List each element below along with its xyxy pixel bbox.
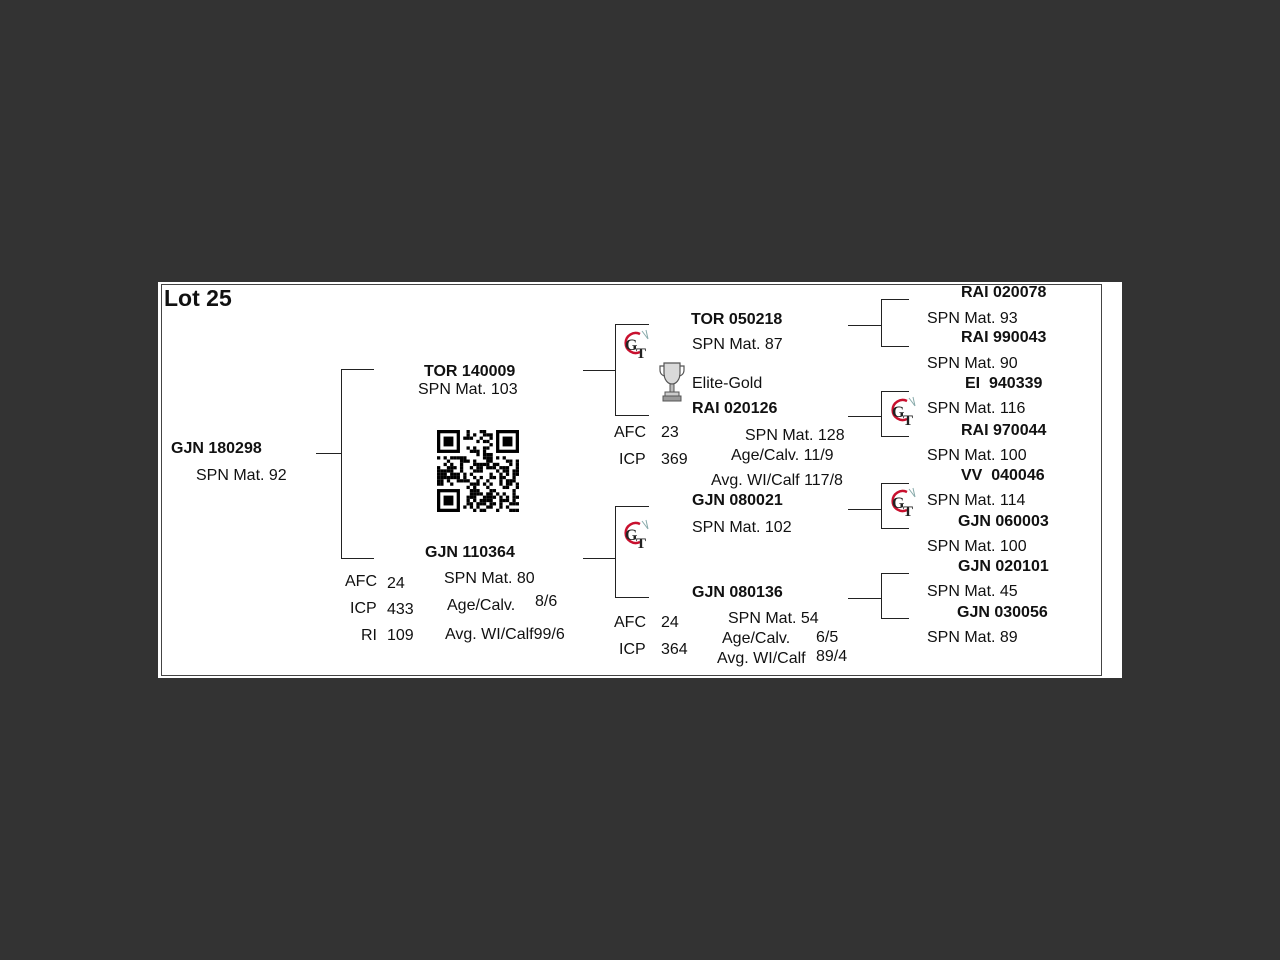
connector-line: [881, 483, 909, 484]
gen3-spn: SPN Mat. 93: [927, 310, 1018, 327]
dam-afc-label: AFC: [345, 573, 377, 590]
connector-line: [881, 299, 909, 300]
gen3-spn: SPN Mat. 100: [927, 447, 1027, 464]
svg-text:G: G: [625, 337, 638, 354]
connector-line: [615, 506, 616, 598]
dam-dam-avg-value: 89/4: [816, 648, 848, 665]
connector-line: [881, 528, 909, 529]
animal-id: GJN 180298: [171, 440, 262, 457]
sire-id: TOR 140009: [424, 363, 516, 380]
dam-spn: SPN Mat. 80: [444, 570, 535, 587]
award-label: Elite-Gold: [692, 375, 763, 392]
sire-sire-spn: SPN Mat. 87: [692, 336, 783, 353]
connector-line: [881, 573, 909, 574]
gen3-spn: SPN Mat. 114: [927, 492, 1026, 509]
connector-line: [881, 391, 882, 437]
gen3-id: RAI 970044: [961, 422, 1047, 439]
gt-logo-icon: G T: [624, 329, 649, 362]
dam-icp-value: 433: [387, 601, 414, 618]
gt-logo-icon: G T: [624, 519, 649, 552]
dam-dam-spn: SPN Mat. 54: [728, 610, 819, 627]
dam-id: GJN 110364: [425, 544, 515, 561]
dam-age-calv-label: Age/Calv.: [447, 597, 516, 614]
connector-line: [341, 369, 342, 559]
connector-line: [615, 597, 649, 598]
svg-text:T: T: [636, 536, 646, 552]
gen3-spn: SPN Mat. 116: [927, 400, 1026, 417]
dam-ri-label: RI: [361, 627, 377, 644]
gen3-id: GJN 030056: [957, 604, 1048, 621]
dam-icp-label: ICP: [350, 600, 377, 617]
dam-dam-icp-label: ICP: [619, 641, 646, 658]
connector-line: [848, 416, 881, 417]
dam-dam-age-calv-value: 6/5: [816, 629, 839, 646]
gen3-id: VV 040046: [961, 467, 1045, 484]
connector-line: [615, 415, 649, 416]
sire-sire-id: TOR 050218: [691, 311, 783, 328]
trophy-icon: [659, 362, 685, 402]
dam-sire-id: GJN 080021: [692, 492, 783, 509]
sire-dam-icp-value: 369: [661, 451, 688, 468]
sire-dam-icp-label: ICP: [619, 451, 646, 468]
connector-line: [583, 370, 616, 371]
connector-line: [615, 324, 649, 325]
connector-line: [848, 325, 881, 326]
gen3-id: GJN 020101: [958, 558, 1049, 575]
connector-line: [881, 346, 909, 347]
svg-text:G: G: [892, 404, 905, 421]
gen3-id: RAI 990043: [961, 329, 1047, 346]
dam-sire-spn: SPN Mat. 102: [692, 519, 792, 536]
gen3-id: RAI 020078: [961, 284, 1047, 301]
dam-dam-afc-value: 24: [661, 614, 679, 631]
sire-dam-avg: Avg. WI/Calf 117/8: [711, 472, 843, 489]
connector-line: [881, 618, 909, 619]
dam-dam-afc-label: AFC: [614, 614, 646, 631]
pedigree-card: [158, 282, 1122, 678]
gen3-spn: SPN Mat. 45: [927, 583, 1018, 600]
dam-dam-id: GJN 080136: [692, 584, 783, 601]
sire-dam-age-calv: Age/Calv. 11/9: [731, 447, 834, 464]
gen3-id: GJN 060003: [958, 513, 1049, 530]
sire-spn: SPN Mat. 103: [418, 381, 518, 398]
qr-code: [437, 430, 519, 512]
gen3-spn: SPN Mat. 100: [927, 538, 1027, 555]
animal-spn: SPN Mat. 92: [196, 467, 287, 484]
pedigree-frame: [161, 284, 1102, 676]
dam-dam-avg-label: Avg. WI/Calf: [717, 650, 806, 667]
connector-line: [881, 436, 909, 437]
svg-text:T: T: [636, 346, 646, 362]
svg-text:T: T: [903, 413, 913, 429]
svg-text:G: G: [892, 495, 905, 512]
dam-afc-value: 24: [387, 575, 405, 592]
gt-logo-icon: G T: [891, 487, 916, 520]
sire-dam-afc-label: AFC: [614, 424, 646, 441]
connector-line: [881, 299, 882, 346]
connector-line: [881, 483, 882, 529]
connector-line: [316, 453, 342, 454]
connector-line: [341, 369, 374, 370]
connector-line: [881, 573, 882, 619]
connector-line: [848, 598, 881, 599]
dam-dam-age-calv-label: Age/Calv.: [722, 630, 791, 647]
sire-dam-id: RAI 020126: [692, 400, 778, 417]
gen3-spn: SPN Mat. 90: [927, 355, 1018, 372]
connector-line: [881, 391, 909, 392]
connector-line: [615, 506, 649, 507]
connector-line: [615, 324, 616, 416]
lot-title: Lot 25: [164, 285, 232, 311]
sire-dam-spn: SPN Mat. 128: [745, 427, 845, 444]
dam-dam-icp-value: 364: [661, 641, 688, 658]
svg-text:T: T: [903, 504, 913, 520]
svg-text:G: G: [625, 527, 638, 544]
connector-line: [848, 509, 881, 510]
connector-line: [341, 558, 374, 559]
dam-avg: Avg. WI/Calf99/6: [445, 626, 565, 643]
gen3-spn: SPN Mat. 89: [927, 629, 1018, 646]
dam-age-calv-value: 8/6: [535, 593, 558, 610]
gen3-id: EI 940339: [965, 375, 1043, 392]
sire-dam-afc-value: 23: [661, 424, 679, 441]
connector-line: [583, 558, 616, 559]
gt-logo-icon: G T: [891, 396, 916, 429]
dam-ri-value: 109: [387, 627, 414, 644]
